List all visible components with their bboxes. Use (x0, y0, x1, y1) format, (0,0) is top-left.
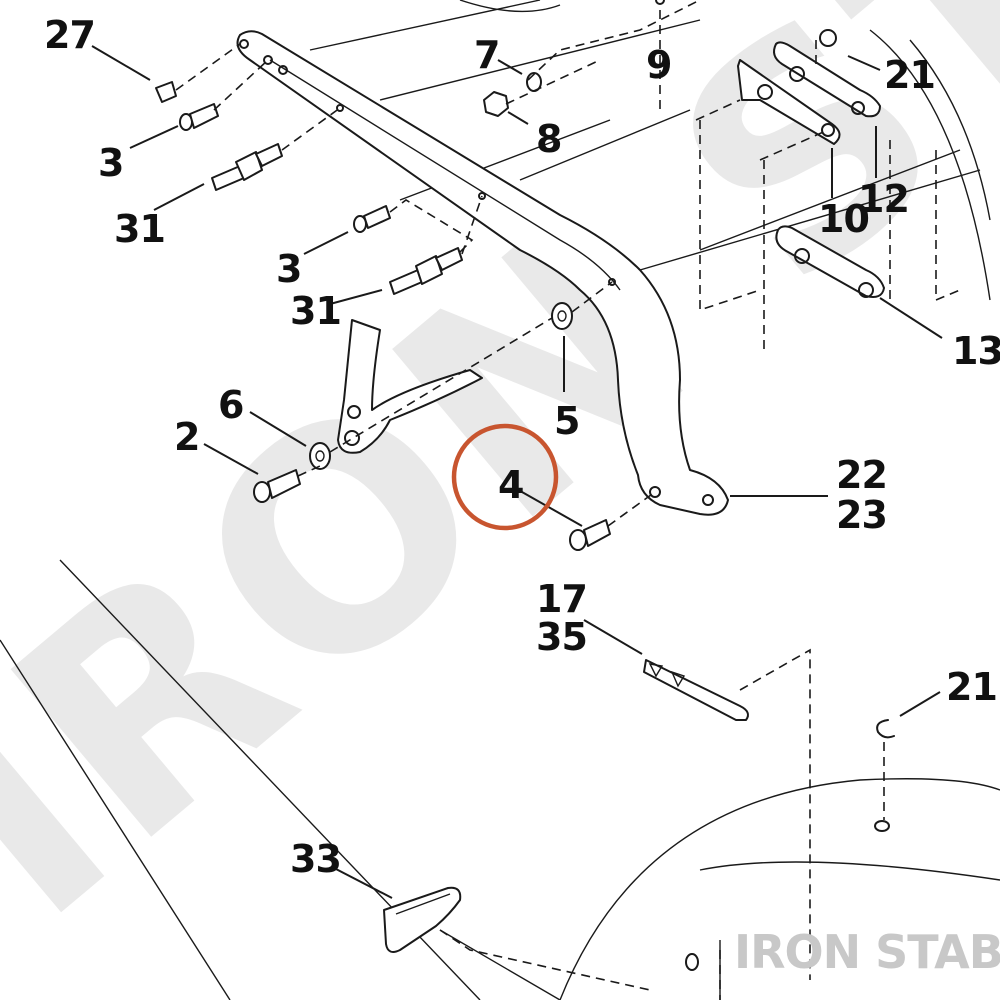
screw-2 (253, 469, 301, 503)
clip-21b (876, 719, 895, 739)
callout-3-middle: 3 (276, 247, 301, 291)
callout-22: 22 (836, 453, 887, 497)
callout-23: 23 (836, 493, 887, 537)
bracket-part (337, 319, 483, 454)
reflector-33 (383, 886, 462, 953)
leader-lines (91, 45, 943, 899)
callout-13: 13 (952, 329, 1000, 373)
callout-9: 9 (646, 43, 671, 87)
nut-8 (483, 91, 509, 117)
watermark-corner-text: IRON STABLE (734, 925, 1000, 979)
callout-31-middle: 31 (290, 289, 341, 333)
callout-7: 7 (474, 33, 499, 77)
reflector-17-35 (643, 659, 749, 721)
pin-9 (655, 0, 665, 5)
callout-6: 6 (218, 383, 243, 427)
callout-12: 12 (858, 177, 909, 221)
callout-21-top: 21 (884, 53, 935, 97)
callout-4: 4 (498, 463, 523, 507)
callout-35: 35 (536, 615, 587, 659)
callout-21-bottom: 21 (946, 665, 997, 709)
screw-4 (569, 519, 611, 551)
callout-31-top: 31 (114, 207, 165, 251)
highlight-ring (451, 423, 559, 531)
callout-3-top: 3 (98, 141, 123, 185)
callout-labels: 27 3 31 7 8 9 21 10 12 3 31 13 6 2 5 4 2… (44, 13, 1000, 881)
callout-2: 2 (174, 415, 199, 459)
callout-33: 33 (290, 837, 341, 881)
upper-right-plates (737, 29, 885, 298)
assembly-lines (175, 0, 961, 1000)
hardware-parts (155, 0, 895, 971)
callout-27: 27 (44, 13, 95, 57)
stud-31b (389, 247, 463, 295)
screw-3b (353, 205, 391, 233)
screw-3a (179, 103, 219, 131)
callout-8: 8 (536, 117, 561, 161)
washer-6 (309, 442, 331, 470)
callout-10: 10 (818, 197, 869, 241)
callout-5: 5 (554, 399, 579, 443)
callout-17: 17 (536, 577, 587, 621)
washer-5 (551, 302, 573, 330)
main-rail-part (236, 30, 729, 516)
stud-31a (211, 143, 283, 191)
